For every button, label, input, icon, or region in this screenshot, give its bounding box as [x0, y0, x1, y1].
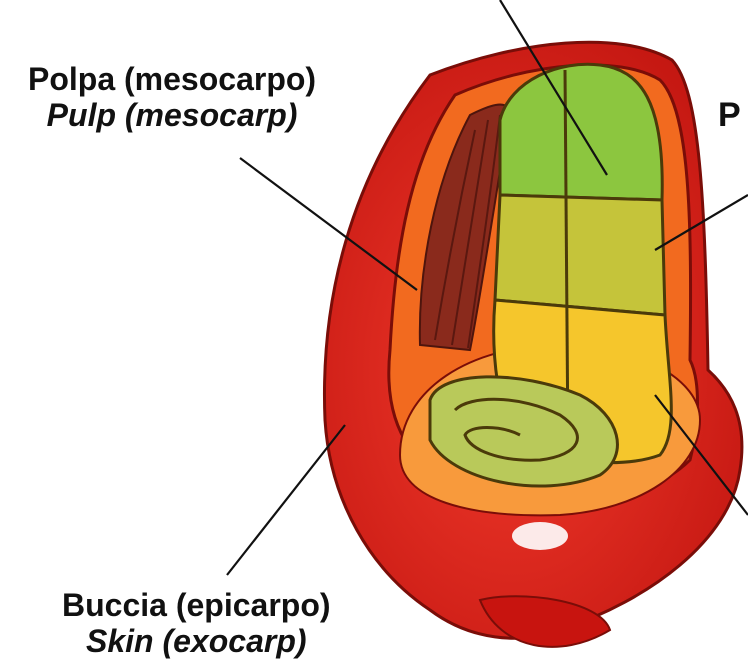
cut-off-label: P	[718, 96, 741, 134]
skin-label-it: Buccia (epicarpo)	[62, 587, 331, 623]
pulp-label-en: Pulp (mesocarp)	[28, 98, 316, 134]
seed-mid-olive	[495, 195, 665, 315]
pulp-label: Polpa (mesocarpo) Pulp (mesocarp)	[28, 62, 316, 134]
skin-label-en: Skin (exocarp)	[62, 624, 331, 660]
leader-skin	[227, 425, 345, 575]
highlight	[512, 522, 568, 550]
pulp-label-it: Polpa (mesocarpo)	[28, 61, 316, 97]
skin-label: Buccia (epicarpo) Skin (exocarp)	[62, 588, 331, 660]
